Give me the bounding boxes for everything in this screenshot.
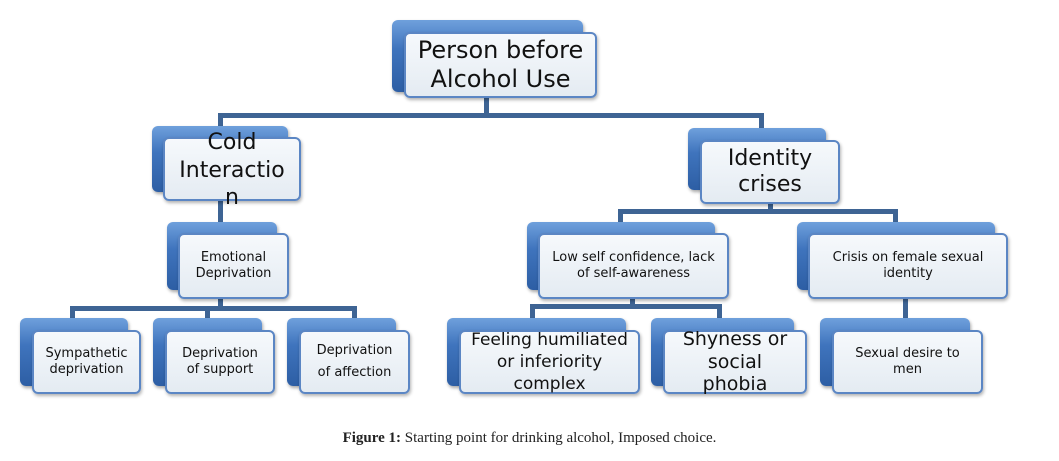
node-label: Low self confidence, lack of self-awaren… [552, 250, 715, 281]
node-label: Shyness or social phobia [682, 327, 788, 396]
connector [70, 306, 357, 311]
connector [218, 299, 223, 309]
connector [530, 304, 535, 320]
caption-label: Figure 1: [342, 430, 402, 446]
node-label: Person before Alcohol Use [417, 36, 584, 93]
node-label: Identity crises [727, 145, 813, 197]
connector [903, 299, 908, 320]
node-identity-crises: Identity crises [700, 140, 840, 204]
connector [717, 304, 722, 320]
node-label: Cold Interactio n [179, 130, 285, 210]
connector [530, 304, 722, 309]
connector [768, 204, 773, 212]
node-label: Deprivation of support [182, 346, 258, 377]
node-label: Sexual desire to men [855, 346, 960, 377]
connector [70, 306, 75, 320]
node-shyness-social-phobia: Shyness or social phobia [663, 327, 807, 396]
connector [484, 97, 489, 117]
connector [218, 113, 764, 118]
connector [205, 306, 210, 320]
connector [630, 299, 635, 307]
connector [218, 201, 223, 224]
figure-caption: Figure 1: Starting point for drinking al… [0, 430, 1059, 447]
node-emotional-deprivation: Emotional Deprivation [178, 233, 289, 299]
connector [218, 113, 223, 128]
connector [618, 209, 623, 224]
node-deprivation-of-affection: Deprivation of affection [299, 330, 410, 394]
node-person-before-alcohol-use: Person before Alcohol Use [404, 32, 597, 98]
node-label: Deprivation of affection [316, 342, 393, 380]
node-sympathetic-deprivation: Sympathetic deprivation [32, 330, 141, 394]
caption-text: Starting point for drinking alcohol, Imp… [401, 430, 717, 446]
connector [893, 209, 898, 224]
node-label: Emotional Deprivation [195, 250, 272, 281]
node-feeling-humiliated: Feeling humiliated or inferiority comple… [459, 330, 640, 394]
node-sexual-desire-to-men: Sexual desire to men [832, 330, 983, 394]
node-cold-interaction: Cold Interactio n [163, 130, 301, 210]
node-crisis-female-identity: Crisis on female sexual identity [808, 233, 1008, 299]
node-label: Sympathetic deprivation [45, 346, 128, 377]
connector [352, 306, 357, 320]
connector [618, 209, 898, 214]
node-label: Crisis on female sexual identity [832, 250, 984, 281]
connector [759, 113, 764, 130]
node-label: Feeling humiliated or inferiority comple… [471, 329, 628, 395]
node-deprivation-of-support: Deprivation of support [165, 330, 275, 394]
node-low-self-confidence: Low self confidence, lack of self-awaren… [538, 233, 729, 299]
